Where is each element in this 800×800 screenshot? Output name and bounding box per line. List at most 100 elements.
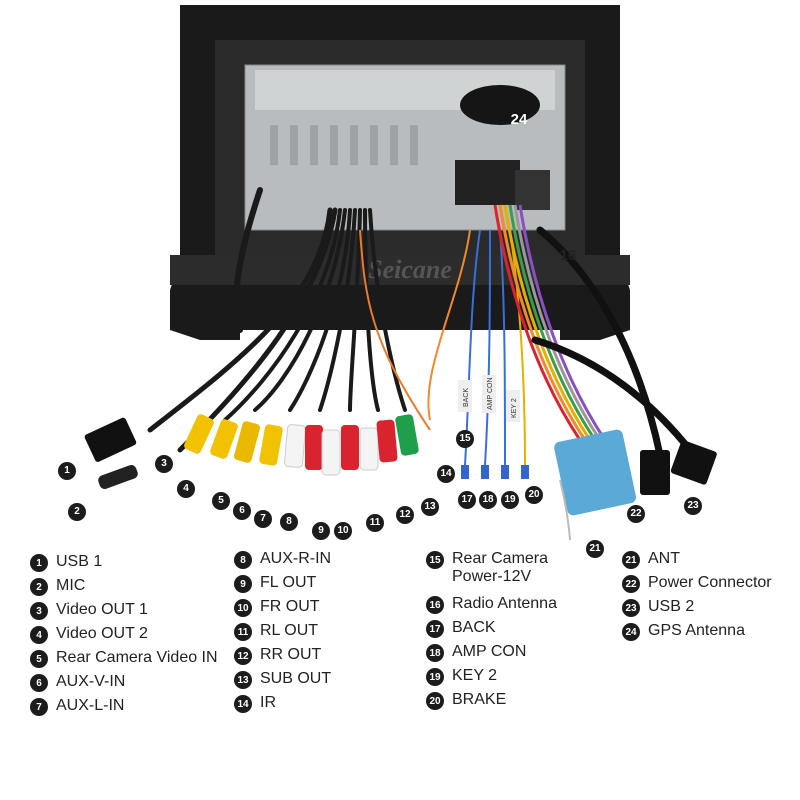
legend-number-badge: 7 (30, 698, 48, 716)
legend-number-badge: 24 (622, 623, 640, 641)
marker-14: 14 (437, 465, 455, 483)
legend-item: 20 BRAKE (426, 691, 557, 715)
legend-number-badge: 20 (426, 692, 444, 710)
marker-22: 22 (627, 505, 645, 523)
legend-label: AMP CON (452, 643, 527, 660)
legend-label: USB 2 (648, 598, 695, 615)
marker-4: 4 (177, 480, 195, 498)
legend-label: Video OUT 1 (56, 601, 148, 618)
mount-band (170, 255, 630, 285)
usb1-plug (84, 417, 137, 462)
marker-20: 20 (525, 486, 543, 504)
ant-lead (559, 479, 572, 540)
legend-number-badge: 1 (30, 554, 48, 572)
marker-15: 15 (456, 430, 474, 448)
head-unit-photo: Seicane (84, 5, 717, 540)
legend-number-badge: 23 (622, 599, 640, 617)
legend-number-badge: 11 (234, 623, 252, 641)
legend-item: 12 RR OUT (234, 646, 331, 670)
legend-number-badge: 2 (30, 578, 48, 596)
legend-number-badge: 21 (622, 551, 640, 569)
legend-label: BRAKE (452, 691, 507, 708)
legend-label: SUB OUT (260, 670, 332, 687)
usb2-plug (640, 450, 670, 495)
legend-number-badge: 10 (234, 599, 252, 617)
legend-item: 4 Video OUT 2 (30, 625, 218, 649)
legend-number-badge: 15 (426, 551, 444, 569)
marker-5: 5 (212, 492, 230, 510)
legend-label: BACK (452, 619, 496, 636)
legend-label: Video OUT 2 (56, 625, 148, 642)
legend-label: USB 1 (56, 553, 103, 570)
legend-label: Power Connector (648, 574, 772, 591)
legend-number-badge: 16 (426, 596, 444, 614)
marker-9: 9 (312, 522, 330, 540)
legend-label: IR (260, 694, 276, 711)
marker-16: 16 (559, 246, 577, 264)
legend-item: 24 GPS Antenna (622, 622, 772, 646)
marker-13: 13 (421, 498, 439, 516)
marker-18: 18 (479, 491, 497, 509)
legend-number-badge: 12 (234, 647, 252, 665)
legend-label: Rear Camera Video IN (56, 649, 218, 666)
marker-12: 12 (396, 506, 414, 524)
power-connector-block (554, 429, 637, 516)
legend-label: GPS Antenna (648, 622, 745, 639)
tag-back: BACK (463, 388, 470, 407)
legend-label: MIC (56, 577, 86, 594)
right-cables (531, 226, 694, 459)
ant-plug (670, 440, 717, 485)
legend-column-2: 8 AUX-R-IN 9 FL OUT 10 FR OUT 11 RL OUT 12 RR OUT… (234, 550, 331, 718)
mic-plug (98, 464, 138, 490)
power-socket (455, 160, 520, 205)
marker-11: 11 (366, 514, 384, 532)
legend-label: RR OUT (260, 646, 322, 663)
marker-10: 10 (334, 522, 352, 540)
legend-label: AUX-R-IN (260, 550, 332, 567)
marker-6: 6 (233, 502, 251, 520)
legend-item: 16 Radio Antenna (426, 595, 557, 619)
legend-number-badge: 9 (234, 575, 252, 593)
marker-8: 8 (280, 513, 298, 531)
legend-label: KEY 2 (452, 667, 498, 684)
legend-label: Rear Camera Power-12V (452, 550, 549, 585)
rca-plugs (184, 414, 419, 476)
marker-1: 1 (58, 462, 76, 480)
marker-2: 2 (68, 503, 86, 521)
legend-item: 15 Rear Camera Power-12V (426, 550, 557, 595)
legend-label: FR OUT (260, 598, 320, 615)
marker-17: 17 (458, 491, 476, 509)
legend-number-badge: 19 (426, 668, 444, 686)
marker-7: 7 (254, 510, 272, 528)
legend-item: 19 KEY 2 (426, 667, 557, 691)
legend-item: 23 USB 2 (622, 598, 772, 622)
legend-item: 14 IR (234, 694, 331, 718)
legend-number-badge: 14 (234, 695, 252, 713)
antenna-socket (515, 170, 550, 210)
legend-label: Radio Antenna (452, 595, 557, 612)
signal-wires (359, 229, 526, 466)
power-harness (493, 204, 607, 441)
legend-label: FL OUT (260, 574, 317, 591)
wire-ends (461, 465, 529, 479)
legend-item: 5 Rear Camera Video IN (30, 649, 218, 673)
legend-number-badge: 8 (234, 551, 252, 569)
legend-item: 2 MIC (30, 577, 218, 601)
legend-number-badge: 5 (30, 650, 48, 668)
tag-amp-con: AMP CON (487, 377, 494, 410)
gps-puck (460, 85, 540, 125)
legend-number-badge: 4 (30, 626, 48, 644)
marker-23: 23 (684, 497, 702, 515)
legend-label: RL OUT (260, 622, 319, 639)
